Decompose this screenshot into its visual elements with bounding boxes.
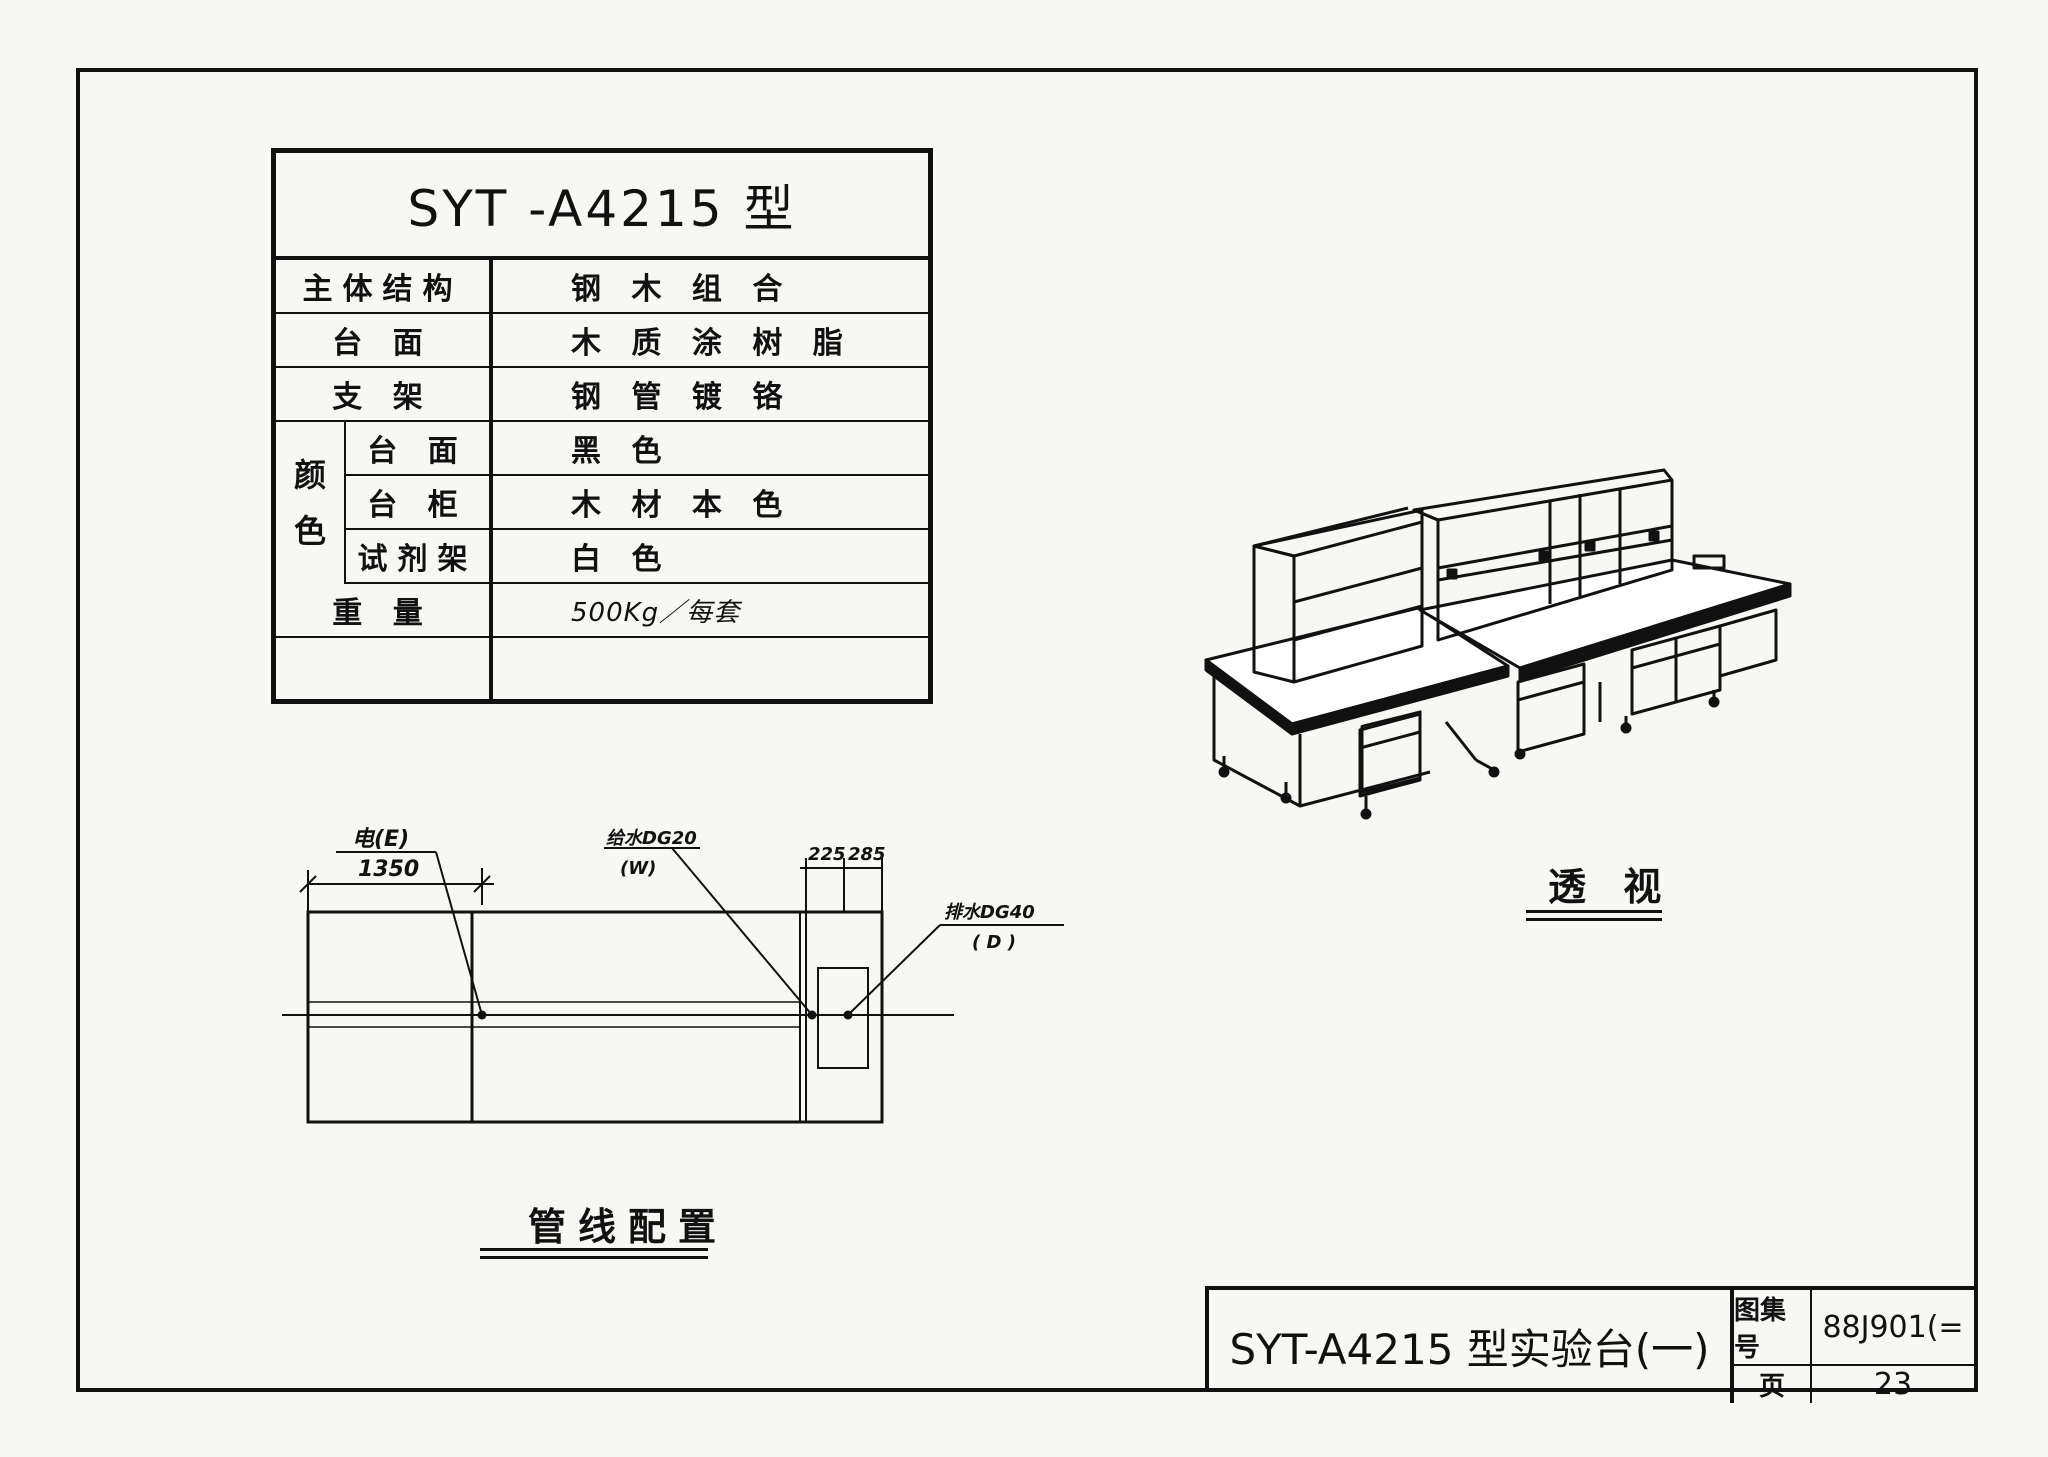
perspective-caption-underline-2	[1526, 918, 1662, 921]
spec-value: 钢 管 镀 铬	[571, 380, 793, 415]
pipe-plan-labels: 电(E) 1350 给水DG20 (W) 225 285 排水DG40 ( D …	[352, 827, 1035, 953]
water-supply-label: 给水DG20	[606, 828, 697, 849]
pipe-plan-drawing	[282, 847, 1064, 1124]
bench-outline	[306, 910, 884, 1124]
spec-table-title: SYT -A4215 型	[276, 153, 928, 260]
drawing-name: SYT-A4215 型实验台(一)	[1209, 1290, 1734, 1403]
pipe-plan-caption-underline	[480, 1248, 708, 1251]
spec-row-color-cabinet: 台 柜 木 材 本 色	[276, 476, 928, 530]
spec-label-blank	[276, 638, 493, 699]
spec-sub-label: 试剂架	[346, 530, 493, 582]
spec-value: 钢 木 组 合	[571, 272, 793, 307]
page-key: 页	[1734, 1366, 1812, 1403]
color-group-char-1: 颜	[293, 456, 326, 494]
spec-row-structure: 主体结构 钢 木 组 合	[276, 260, 928, 314]
spec-row-blank	[276, 638, 928, 699]
spec-row-color-rack: 试剂架 白 色	[276, 530, 928, 584]
spec-sub-label: 台 柜	[346, 476, 493, 528]
spec-row-top: 台 面 木 质 涂 树 脂	[276, 314, 928, 368]
pipe-plan-caption: 管线配置	[528, 1205, 729, 1249]
spec-value: 木 材 本 色	[571, 488, 793, 523]
spec-sub-label: 台 面	[346, 422, 493, 474]
title-block: SYT-A4215 型实验台(一) 图集号 88J901(= 页 23	[1205, 1286, 1978, 1403]
spec-value: 白 色	[571, 542, 672, 577]
color-group-char-2: 色	[293, 512, 326, 550]
spec-value: 木 质 涂 树 脂	[571, 326, 853, 361]
perspective-caption-underline	[1526, 910, 1662, 913]
water-supply-code: (W)	[620, 858, 656, 879]
dim-a: 225	[808, 844, 846, 865]
perspective-drawing	[1204, 468, 1792, 820]
page-number: 23	[1873, 1367, 1913, 1402]
spec-label: 重 量	[276, 584, 493, 636]
spec-label: 台 面	[276, 314, 493, 366]
drain-label: 排水DG40	[944, 902, 1035, 923]
electric-dim: 1350	[358, 857, 419, 882]
spec-value: 黑 色	[571, 434, 672, 469]
spec-row-color-top: 台 面 黑 色	[276, 422, 928, 476]
drain-code: ( D )	[972, 932, 1016, 953]
spec-color-group-label: 颜 色	[276, 422, 346, 584]
pipe-plan-caption-underline-2	[480, 1256, 708, 1259]
spec-table: SYT -A4215 型 主体结构 钢 木 组 合 台 面 木 质 涂 树 脂 …	[271, 148, 933, 704]
perspective-caption: 透 视	[1548, 865, 1674, 909]
dim-b: 285	[848, 844, 886, 865]
spec-label: 支 架	[276, 368, 493, 420]
spec-row-frame: 支 架 钢 管 镀 铬	[276, 368, 928, 422]
electric-label: 电(E)	[352, 827, 409, 852]
spec-value-weight: 500Kg／每套	[571, 597, 741, 628]
drawing-frame	[76, 68, 1978, 1392]
atlas-number-value: 88J901(=	[1812, 1290, 1974, 1366]
spec-row-weight: 重 量 500Kg／每套	[276, 584, 928, 638]
atlas-number-key: 图集号	[1734, 1290, 1812, 1366]
spec-label: 主体结构	[276, 260, 493, 312]
